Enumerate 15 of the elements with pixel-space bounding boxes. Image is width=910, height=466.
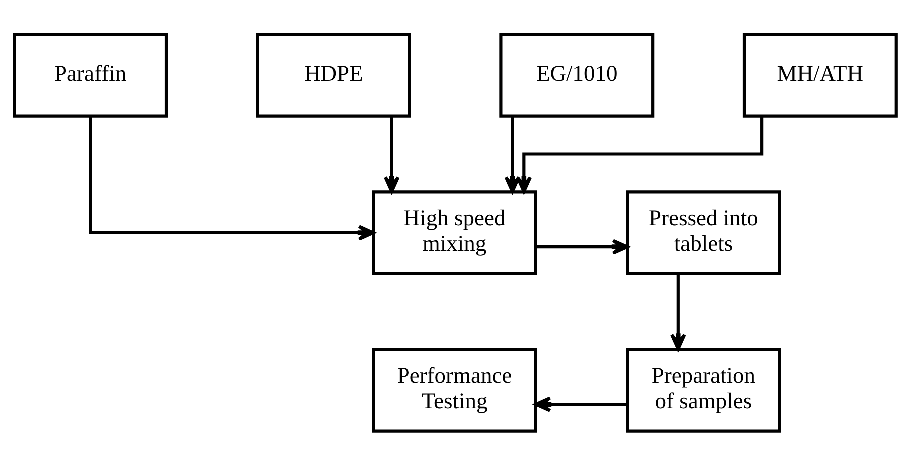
arrow <box>536 239 629 255</box>
node-box: HDPE <box>256 33 411 118</box>
arrow <box>516 116 764 194</box>
node-box: High speed mixing <box>372 190 537 276</box>
node-box: Paraffin <box>12 33 168 118</box>
arrow <box>383 116 400 194</box>
arrow <box>534 396 628 412</box>
node-box: Preparation of samples <box>626 348 781 433</box>
arrow <box>504 116 520 194</box>
node-box: MH/ATH <box>742 33 898 118</box>
node-box: Performance Testing <box>372 348 537 433</box>
node-box: EG/1010 <box>499 33 654 118</box>
arrow <box>670 274 686 351</box>
arrow <box>88 116 375 241</box>
node-box: Pressed into tablets <box>626 190 781 276</box>
